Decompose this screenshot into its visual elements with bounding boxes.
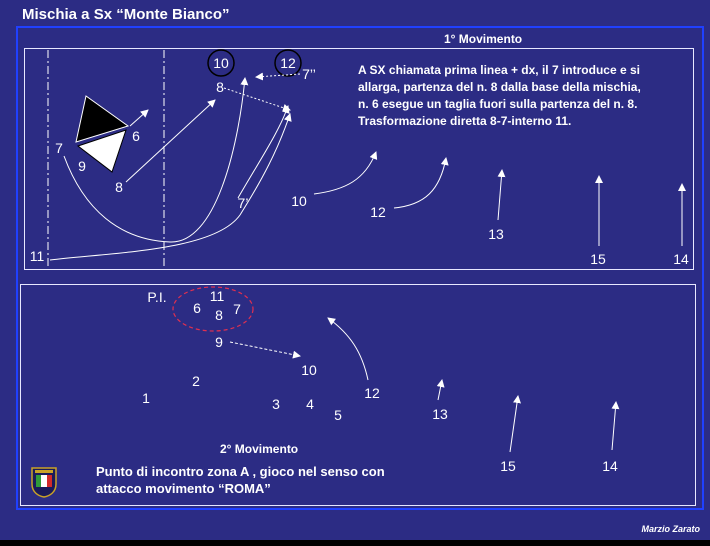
arrow-8-pass: [223, 87, 291, 112]
panel1-description-line: allarga, partenza del n. 8 dalla base de…: [358, 80, 641, 94]
arrow-7-loop: [63, 77, 249, 243]
arrow-13-second: [436, 379, 445, 401]
arrow-10: [313, 151, 378, 195]
player-label-13: 13: [488, 226, 504, 242]
panel2-heading: 2° Movimento: [220, 442, 299, 456]
panel1-description-line: A SX chiamata prima linea + dx, il 7 int…: [358, 63, 640, 77]
player2-label-8: 8: [215, 307, 223, 323]
scrum-triangle-opponent: [75, 95, 130, 143]
arrow-15-second: [509, 395, 521, 453]
player-label-11: 11: [29, 248, 45, 264]
arrow-7-to-12: [255, 72, 301, 81]
panel2-description: Punto di incontro zona A , gioco nel sen…: [96, 463, 385, 497]
player2-label-4: 4: [306, 396, 314, 412]
panel1-description-line: n. 6 esegue un taglia fuori sulla parten…: [358, 97, 638, 111]
arrow-12: [393, 157, 449, 209]
page-title: Mischia a Sx “Monte Bianco”: [22, 6, 230, 23]
circle-marker-12: [274, 49, 302, 77]
circle-marker-10: [207, 49, 235, 77]
player2-label-13: 13: [432, 406, 448, 422]
player-label-7-double-prime: 7’’: [302, 66, 316, 82]
panel-first-movement: [24, 48, 694, 270]
player-label-9: 9: [78, 158, 86, 174]
panel2-description-line: attacco movimento “ROMA”: [96, 481, 271, 496]
player-label-15: 15: [590, 251, 606, 267]
player2-label-11: 11: [209, 288, 225, 304]
player-label-10: 10: [291, 193, 307, 209]
arrow-12-second: [327, 317, 369, 381]
player-label-7-prime: 7’: [237, 195, 249, 211]
arrow-9-pass: [229, 341, 301, 359]
scrum-triangle-team: [76, 129, 127, 173]
player2-label-14: 14: [602, 458, 618, 474]
panel-second-movement: [20, 284, 696, 506]
player2-label-10: 10: [301, 362, 317, 378]
player-label-7: 7: [55, 140, 63, 156]
player-label-12: 12: [370, 204, 386, 220]
arrow-6: [129, 109, 149, 127]
circled-number-10: 10: [213, 55, 229, 71]
panel1-description-line: Trasformazione diretta 8-7-interno 11.: [358, 114, 572, 128]
player-label-14: 14: [673, 251, 689, 267]
player-label-8-top: 8: [216, 79, 224, 95]
player2-label-3: 3: [272, 396, 280, 412]
author-signature: Marzio Zarato: [641, 524, 700, 534]
panel2-description-line: Punto di incontro zona A , gioco nel sen…: [96, 464, 385, 479]
player2-label-15: 15: [500, 458, 516, 474]
arrow-8: [125, 99, 216, 183]
fir-shield-icon: [31, 467, 57, 498]
player2-label-2: 2: [192, 373, 200, 389]
meeting-point-ellipse: [172, 286, 254, 332]
arrow-13: [497, 169, 506, 221]
meeting-point-label: P.I.: [147, 289, 167, 305]
player-label-6: 6: [132, 128, 140, 144]
bottom-strip: [0, 540, 710, 546]
player2-label-7: 7: [233, 301, 241, 317]
player2-label-5: 5: [334, 407, 342, 423]
player-label-8-bottom: 8: [115, 179, 123, 195]
arrow-14-second: [611, 401, 620, 451]
player2-label-9: 9: [215, 334, 223, 350]
arrow-11: [49, 113, 292, 261]
outer-frame: [16, 26, 704, 510]
panel1-heading: 1° Movimento: [444, 32, 523, 46]
circled-number-12: 12: [280, 55, 296, 71]
player2-label-12: 12: [364, 385, 380, 401]
player2-label-1: 1: [142, 390, 150, 406]
player2-label-6: 6: [193, 300, 201, 316]
arrow-7-prime: [237, 105, 290, 199]
panel1-description: A SX chiamata prima linea + dx, il 7 int…: [358, 62, 641, 130]
